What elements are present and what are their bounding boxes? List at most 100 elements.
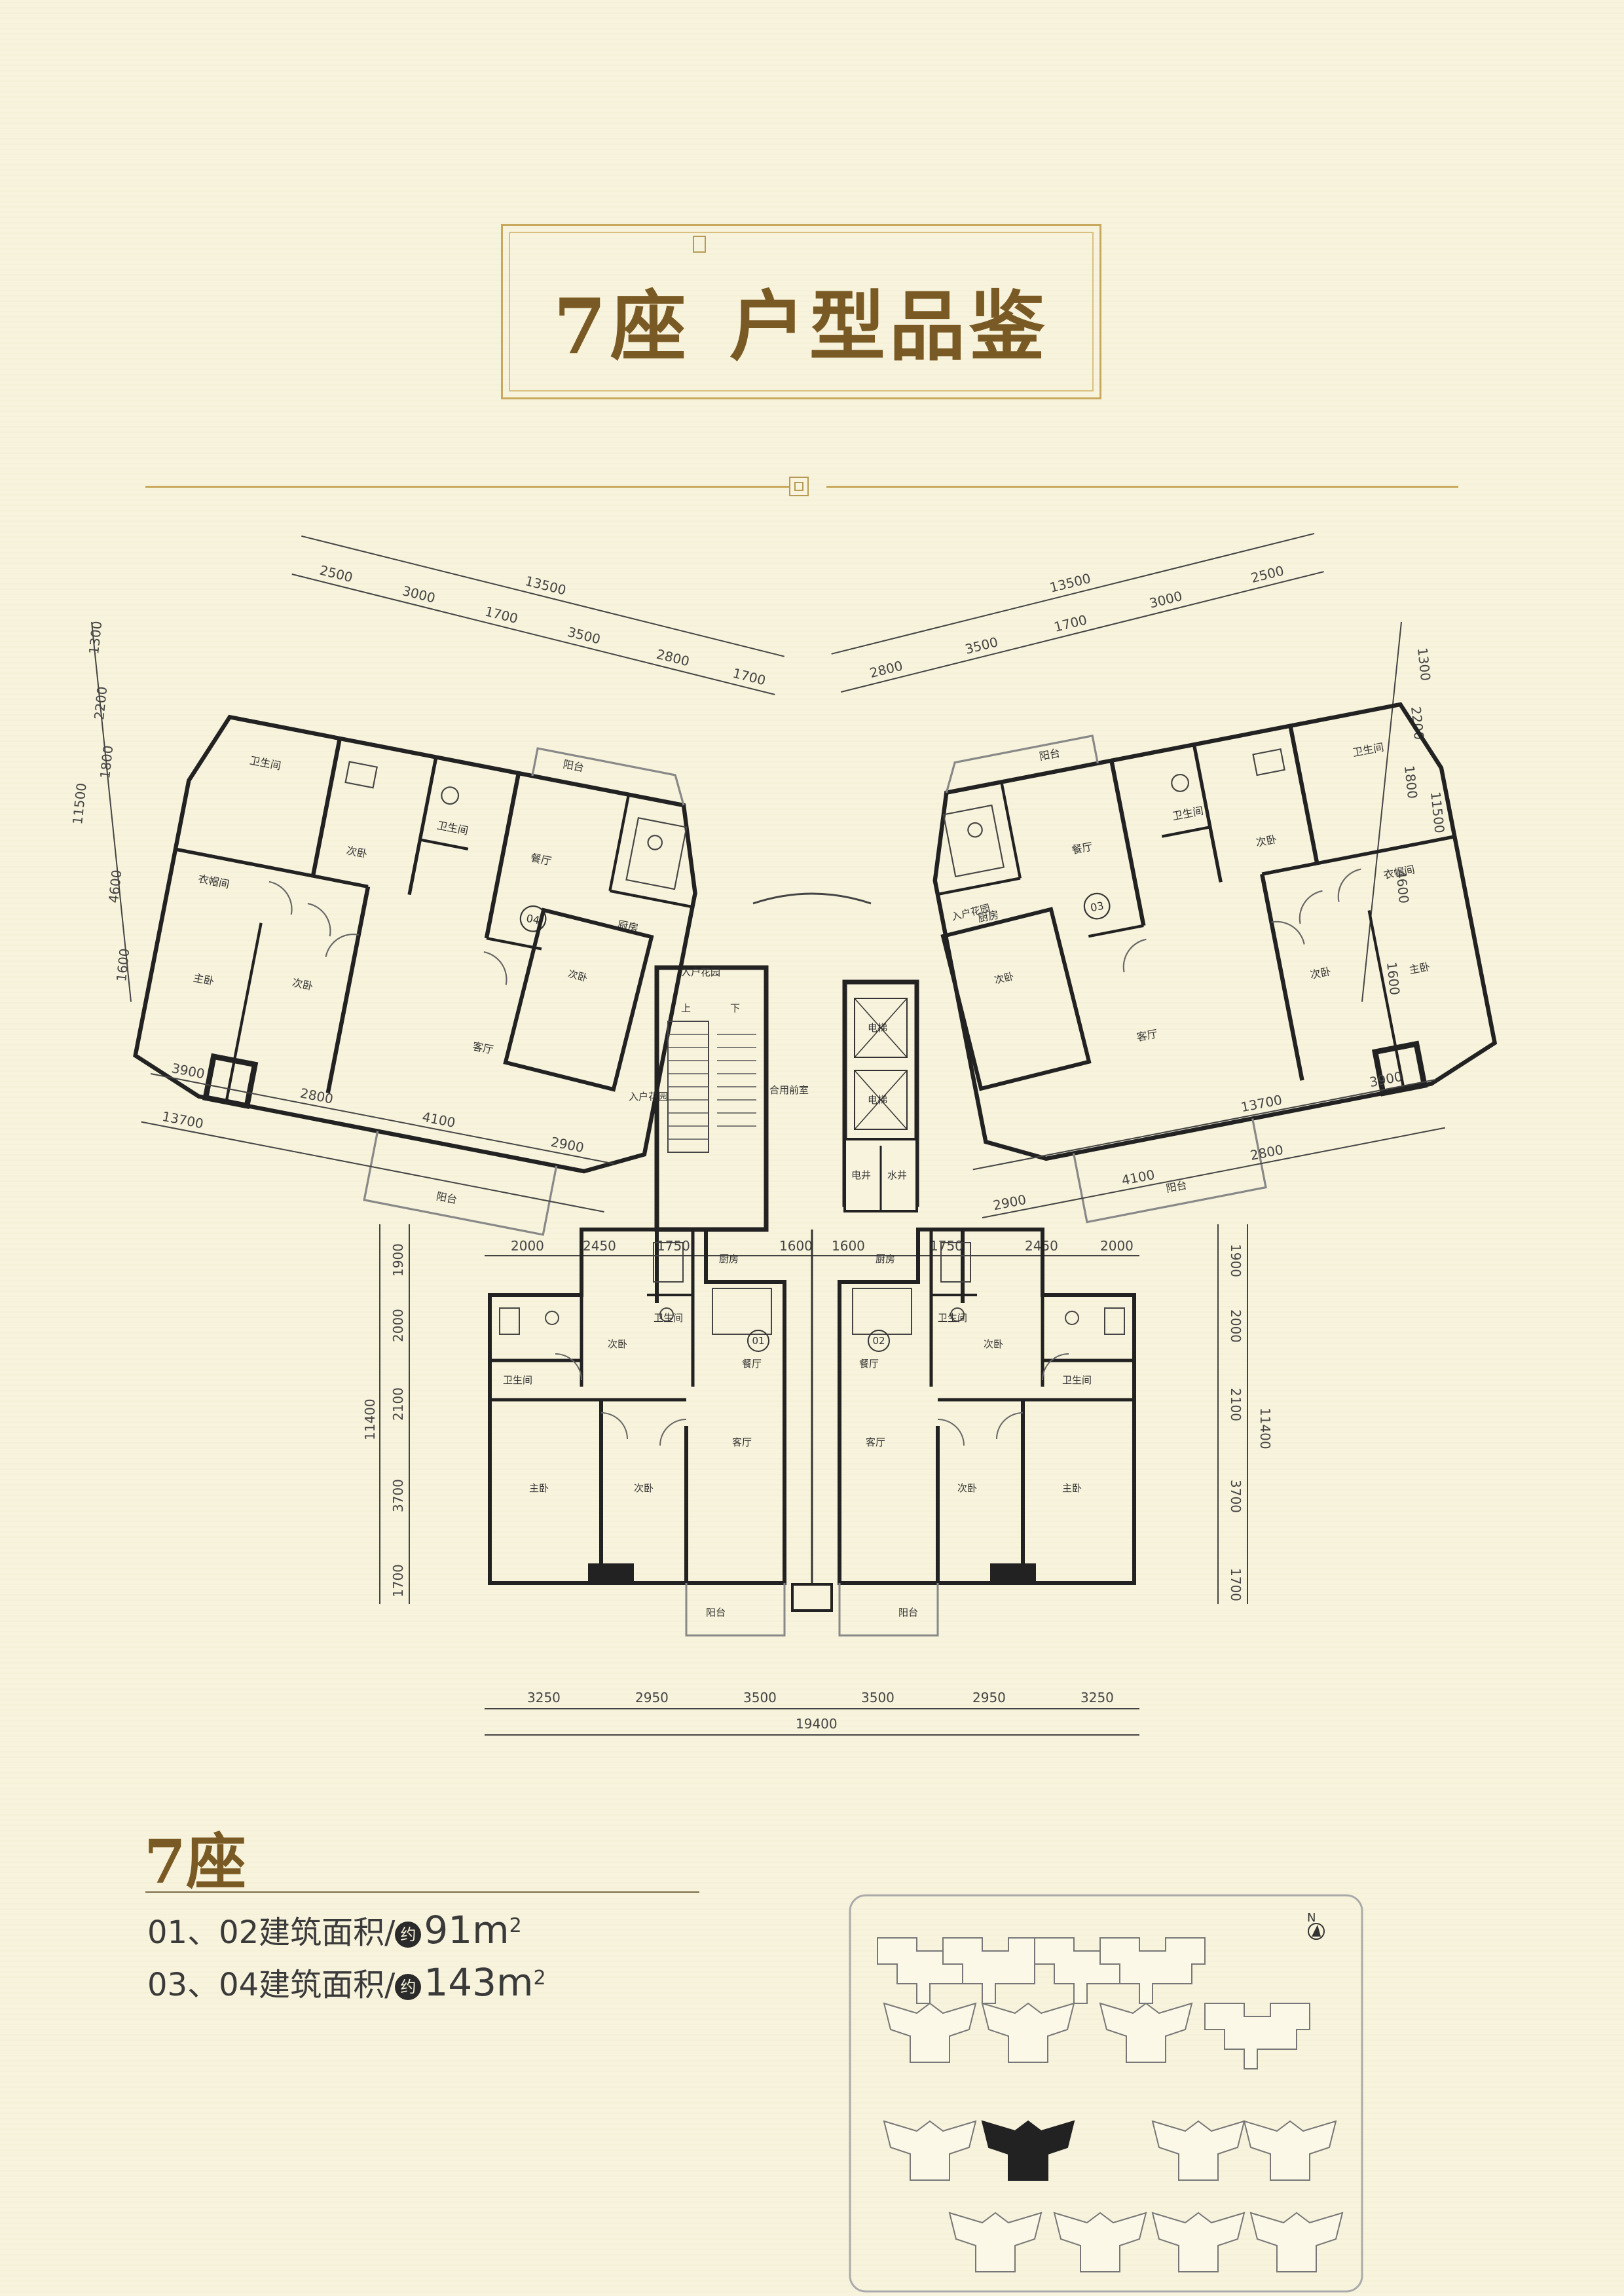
dim-total: 11400: [1257, 1408, 1273, 1449]
north-label: N: [1307, 1911, 1316, 1925]
room-label: 次卧: [984, 1338, 1003, 1350]
upper-left-bottom-dimensions: 3900 2800 4100 2900 13700: [141, 1060, 614, 1212]
dim: 2950: [635, 1690, 669, 1705]
room-label: 客厅: [1135, 1027, 1158, 1044]
room-label: 次卧: [993, 970, 1015, 987]
dim: 2100: [390, 1387, 406, 1421]
dim: 2200: [91, 685, 110, 720]
room-label: 阳台: [706, 1607, 726, 1618]
room-label: 主卧: [529, 1482, 549, 1494]
dim: 1700: [1228, 1568, 1244, 1601]
dim-total: 13700: [1240, 1092, 1283, 1116]
approx-badge: 约: [395, 1922, 422, 1948]
dim: 1800: [97, 744, 116, 779]
upper-right-dimensions: 13500 2800 3500 1700 3000 2500: [831, 532, 1324, 693]
power-well-label: 电井: [851, 1169, 871, 1181]
room-label: 阳台: [562, 758, 585, 774]
dim: 2000: [390, 1309, 406, 1342]
elevator-label: 电梯: [868, 1094, 887, 1106]
room-label: 主卧: [1062, 1482, 1082, 1494]
room-label: 阳台: [1038, 746, 1061, 763]
dim: 1900: [390, 1243, 406, 1277]
room-label: 主卧: [1408, 960, 1431, 977]
area-unit-sup: 2: [533, 1967, 546, 1990]
unit-number: 04: [525, 912, 541, 927]
dim: 1600: [779, 1238, 813, 1254]
room-label: 卫生间: [654, 1312, 683, 1324]
room-label: 客厅: [471, 1040, 494, 1056]
room-label: 次卧: [608, 1338, 627, 1350]
divider-ornament-icon: [789, 477, 809, 496]
room-label: 卫生间: [1062, 1374, 1092, 1386]
dim: 3700: [390, 1479, 406, 1512]
room-label: 衣帽间: [197, 873, 231, 891]
dim: 2950: [972, 1690, 1006, 1705]
dim: 1700: [390, 1564, 406, 1597]
lower-top-dimensions: 2000 2450 1750 1600 1600 1750 2450 2000: [485, 1238, 1139, 1256]
area-label: 03、04建筑面积/: [147, 1967, 396, 2003]
dim: 1600: [832, 1238, 865, 1254]
stair-core: 上 下 入户花园 合用前室 入户花园: [629, 965, 809, 1232]
dim: 1600: [113, 947, 132, 982]
dim: 3500: [861, 1690, 895, 1705]
dim: 4600: [105, 869, 124, 903]
dim: 1300: [1414, 647, 1433, 682]
dim: 1900: [1228, 1244, 1244, 1277]
title-frame: 7座户型品鉴: [501, 224, 1101, 399]
compass-icon: [1308, 1923, 1325, 1940]
room-label: 次卧: [1255, 833, 1278, 849]
dim: 2450: [583, 1238, 616, 1254]
dim: 1600: [1384, 961, 1403, 996]
dim: 2100: [1228, 1388, 1244, 1421]
dim: 1750: [657, 1238, 690, 1254]
room-label: 卫生间: [938, 1312, 967, 1324]
room-label: 次卧: [634, 1482, 654, 1494]
unit-number: 01: [752, 1335, 764, 1347]
room-label: 入户花园: [681, 966, 720, 978]
dim: 3250: [527, 1690, 561, 1705]
room-label: 次卧: [566, 968, 588, 984]
room-label: 次卧: [1309, 965, 1332, 981]
room-label: 餐厅: [859, 1358, 879, 1370]
unit-04-annex: 次卧: [503, 907, 654, 1092]
room-label: 厨房: [719, 1253, 739, 1265]
dim: 3500: [743, 1690, 777, 1705]
dim: 2000: [1100, 1238, 1134, 1254]
room-label: 次卧: [345, 844, 368, 860]
dim: 4600: [1393, 869, 1412, 904]
room-label: 厨房: [876, 1253, 895, 1265]
dim: 3250: [1080, 1690, 1114, 1705]
key-plan: N: [849, 1894, 1363, 2293]
stair-down-label: 下: [730, 1002, 740, 1014]
dim-total: 13500: [523, 573, 568, 598]
unit-02: 卫生间 次卧 卫生间 厨房 主卧 次卧 餐厅 客厅 阳台 02: [840, 1230, 1134, 1635]
dim-total: 13500: [1048, 570, 1093, 596]
room-label: 餐厅: [742, 1358, 762, 1370]
room-label: 阳台: [898, 1607, 918, 1618]
divider-right: [826, 486, 1458, 488]
area-unit-sup: 2: [509, 1914, 522, 1937]
unit-01: 卫生间 次卧 卫生间 厨房 主卧 次卧 餐厅 客厅 阳台 01: [490, 1230, 784, 1635]
lower-bottom-dimensions: 3250 2950 3500 3500 2950 3250 19400: [485, 1690, 1139, 1736]
stair-up-label: 上: [681, 1002, 691, 1014]
dim-total: 11500: [69, 782, 90, 826]
water-well-label: 水井: [887, 1169, 907, 1181]
room-label: 卫生间: [436, 819, 470, 837]
dim-total: 19400: [796, 1716, 838, 1732]
lower-right-side-dimensions: 1900 2000 2100 3700 1700 11400: [1217, 1224, 1273, 1604]
dim: 2000: [511, 1238, 544, 1254]
room-label: 卫生间: [503, 1374, 532, 1386]
dim: 3700: [1228, 1480, 1244, 1513]
upper-left-dimensions: 13500 2500 3000 1700 3500 2800 1700: [291, 535, 784, 695]
current-building-marker: [981, 2120, 1075, 2181]
room-label: 入户花园: [629, 1091, 668, 1102]
building-heading: 7座: [144, 1827, 247, 1897]
dim-total: 11400: [362, 1398, 378, 1440]
room-label: 客厅: [732, 1436, 752, 1448]
room-label: 次卧: [957, 1482, 977, 1494]
room-label: 餐厅: [530, 852, 553, 868]
